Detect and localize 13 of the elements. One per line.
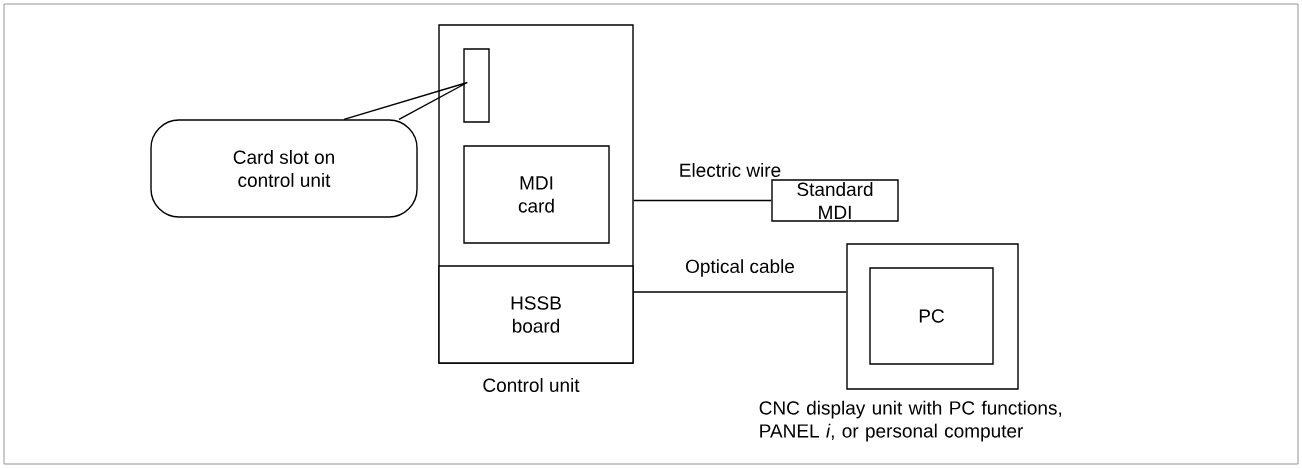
edge-label: Electric wire [677,162,783,178]
unit-caption: CNC display unit with PC functions, PANEL i, or personal computer [759,400,1062,442]
card-slot [463,48,490,123]
board-band: HSSB board [438,265,634,364]
cable-line [633,291,847,293]
screen-box: PC [869,267,994,365]
device-box: Standard MDI [771,179,899,222]
edge-label: Optical cable [684,258,796,278]
cable-line [633,199,772,202]
leader-line [343,81,468,120]
callout-bubble: Card slot on control unit [150,119,418,218]
unit-caption: Control unit [483,378,580,392]
card-box: MDI card [463,145,610,244]
